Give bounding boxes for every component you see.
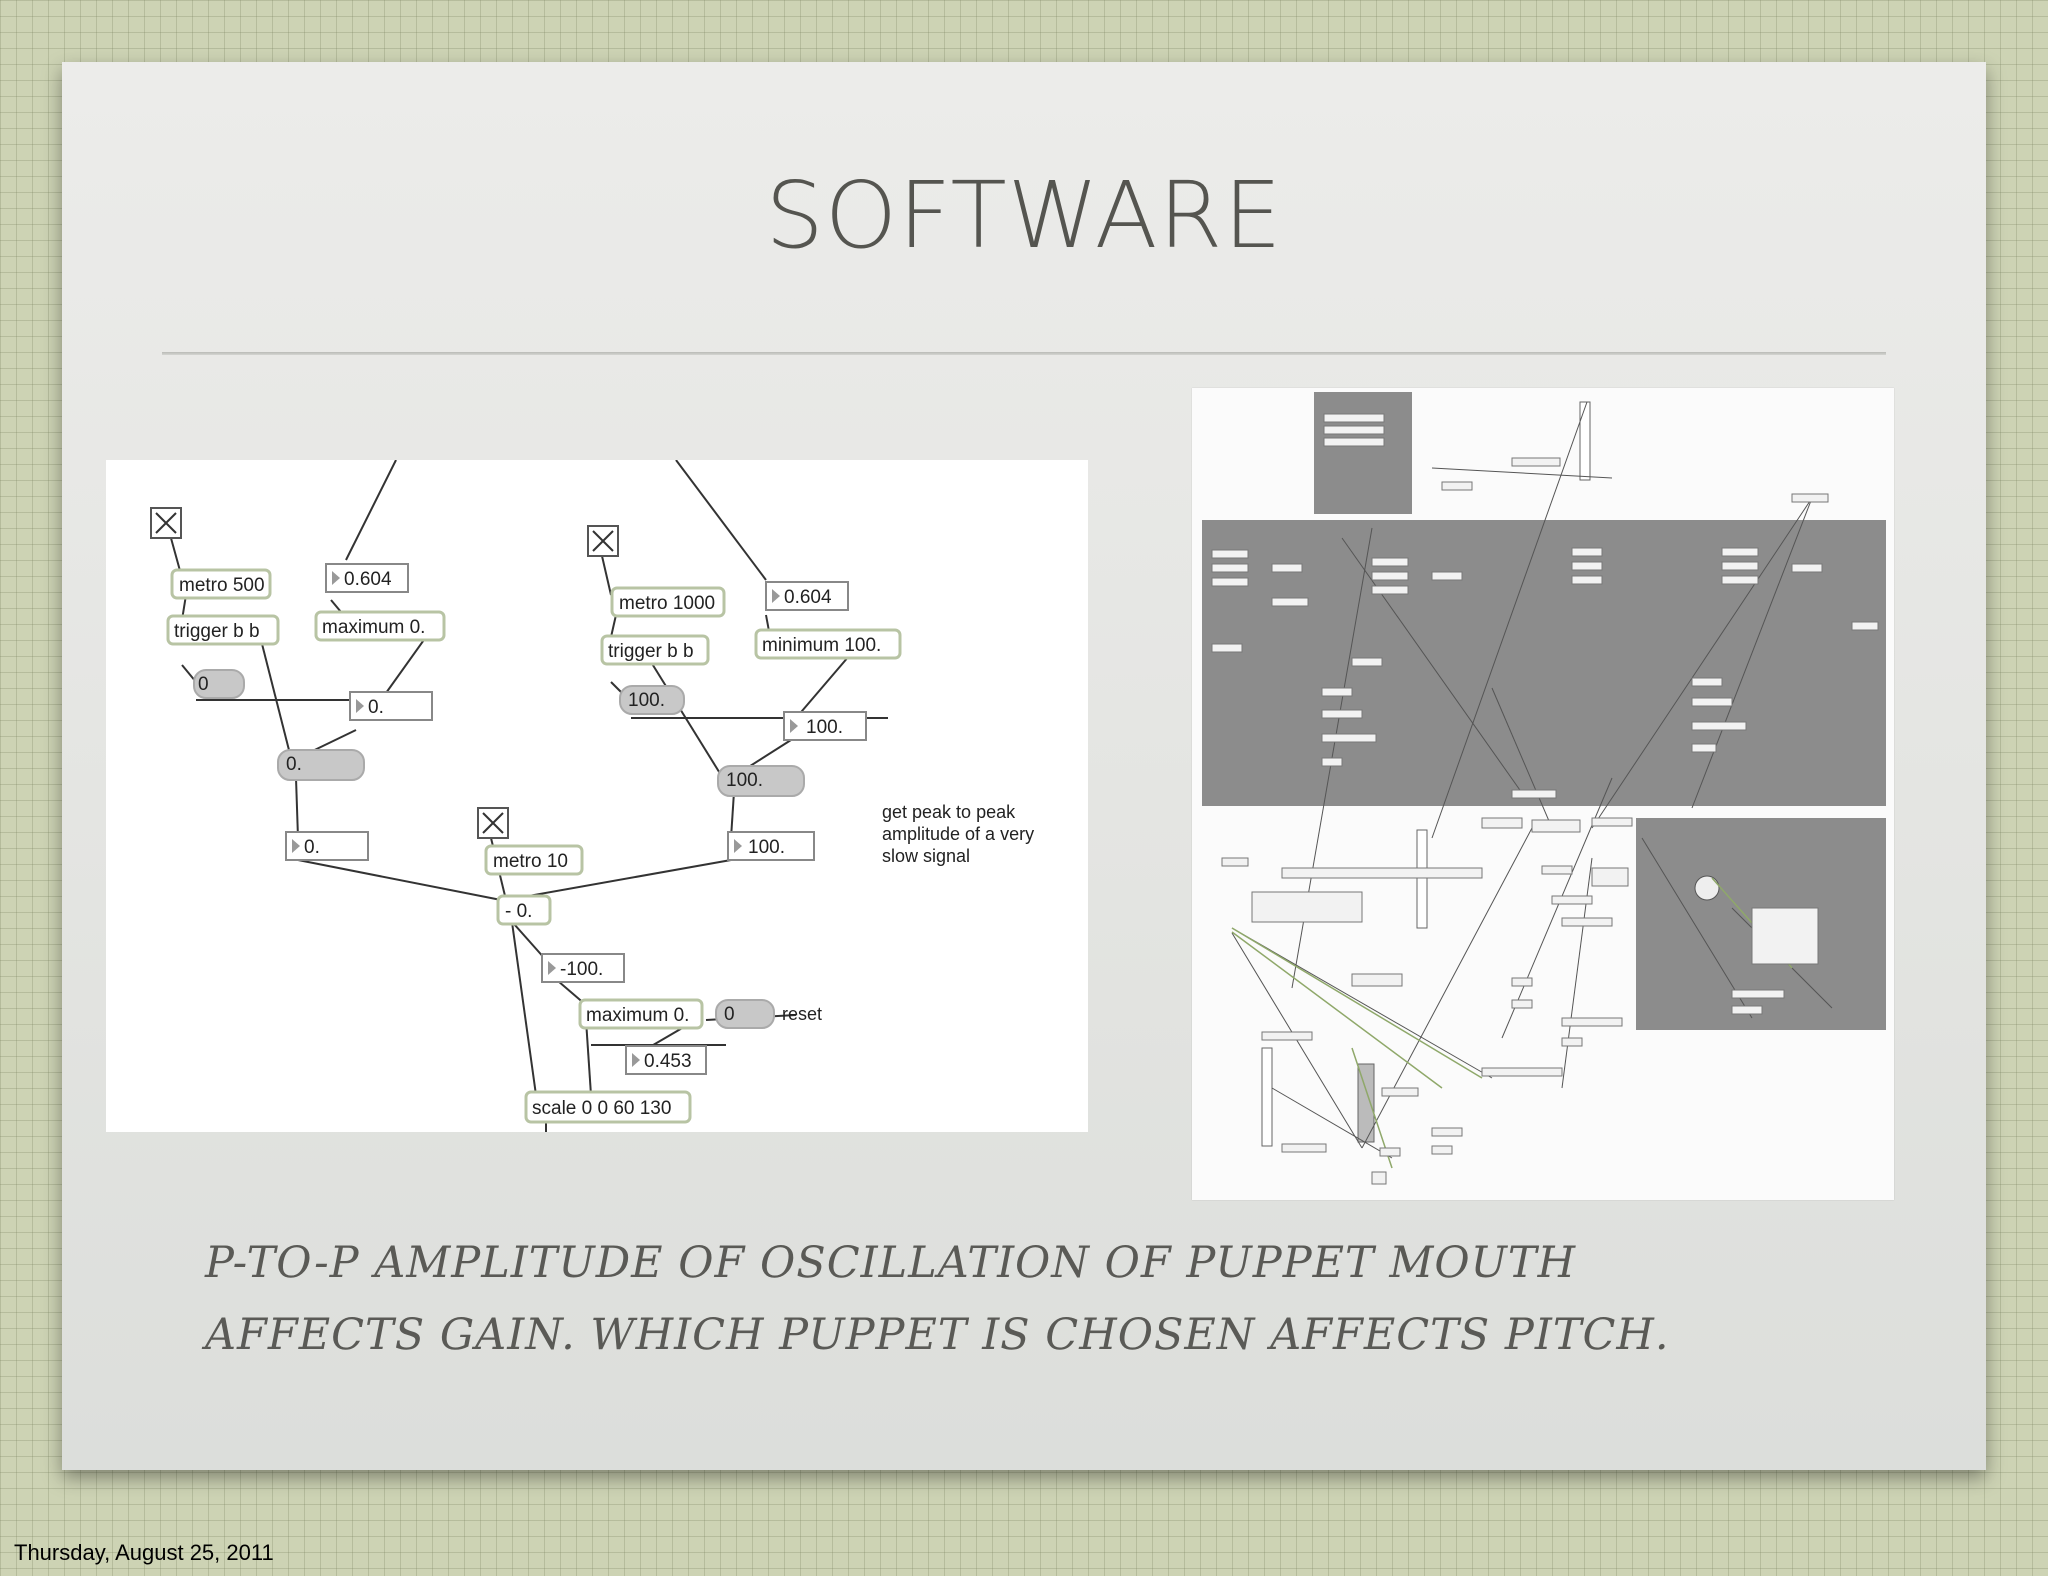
int-message-a[interactable]: 0 (193, 669, 245, 699)
svg-text:-100.: -100. (560, 959, 603, 980)
minimum-object-b[interactable]: minimum 100. (754, 628, 902, 660)
title-divider (162, 352, 1886, 355)
number-box-top-a[interactable]: 0.604 (325, 563, 409, 593)
reset-message[interactable]: 0 (715, 999, 775, 1029)
svg-text:0.: 0. (304, 837, 320, 858)
slider-sensor[interactable] (1579, 401, 1591, 481)
svg-text:metro 10: metro 10 (493, 851, 568, 872)
svg-text:trigger b b: trigger b b (174, 621, 260, 642)
svg-text:scale 0 0 60 130: scale 0 0 60 130 (532, 1098, 671, 1119)
patch-left-canvas: metro 500 trigger b b 0 0.604 maximum 0. (150, 460, 1034, 1132)
toggle-c[interactable] (477, 807, 509, 839)
slide: SOFTWARE (62, 62, 1986, 1470)
svg-text:metro 1000: metro 1000 (619, 593, 715, 614)
panel-sensor (1314, 392, 1412, 514)
toggle-a[interactable] (150, 507, 182, 539)
panel-processing (1202, 520, 1886, 806)
svg-text:- 0.: - 0. (505, 901, 532, 922)
svg-text:0: 0 (724, 1004, 735, 1025)
slider-speed[interactable] (1416, 829, 1428, 929)
svg-text:0.: 0. (368, 697, 384, 718)
float-box-output[interactable]: 0.453 (625, 1045, 707, 1075)
svg-text:slow signal: slow signal (882, 846, 970, 866)
reset-label: reset (782, 1004, 822, 1024)
trigger-object-b[interactable]: trigger b b (600, 634, 710, 666)
scale-object[interactable]: scale 0 0 60 130 (524, 1090, 692, 1124)
toggle-b[interactable] (587, 525, 619, 557)
dial[interactable] (1694, 875, 1720, 901)
float-box-negative[interactable]: -100. (541, 953, 625, 983)
svg-text:0.453: 0.453 (644, 1051, 692, 1072)
svg-text:minimum 100.: minimum 100. (762, 635, 881, 656)
svg-text:100.: 100. (806, 717, 843, 738)
float-box-a[interactable]: 0. (349, 691, 433, 721)
patch-screenshot-left: metro 500 trigger b b 0 0.604 maximum 0. (106, 460, 1088, 1132)
caption-line-2: AFFECTS GAIN. WHICH PUPPET IS CHOSEN AFF… (205, 1310, 1670, 1360)
message-box-a[interactable]: 0. (277, 749, 365, 781)
maximum-object-c[interactable]: maximum 0. (578, 998, 704, 1030)
svg-text:0: 0 (198, 674, 209, 695)
float-box-b2[interactable]: 100. (727, 831, 815, 861)
meter (1357, 1063, 1375, 1143)
slide-title: SOFTWARE (765, 162, 1283, 269)
patch-right-objects (1211, 413, 1879, 1185)
message-box-b[interactable]: 100. (717, 765, 805, 797)
float-box-b[interactable]: 100. (783, 711, 867, 741)
svg-text:maximum 0.: maximum 0. (322, 617, 425, 638)
svg-text:metro 500: metro 500 (179, 575, 265, 596)
svg-text:amplitude of a very: amplitude of a very (882, 824, 1034, 844)
svg-text:0.604: 0.604 (344, 569, 392, 590)
number-box-top-b[interactable]: 0.604 (765, 581, 849, 611)
metro-10-object[interactable]: metro 10 (484, 844, 584, 876)
slider-volume[interactable] (1261, 1047, 1273, 1147)
caption-line-1: P-TO-P AMPLITUDE OF OSCILLATION OF PUPPE… (205, 1238, 1577, 1288)
metro-500-object[interactable]: metro 500 (170, 568, 272, 600)
minus-object[interactable]: - 0. (496, 894, 552, 926)
patch-comment: get peak to peak amplitude of a very slo… (882, 802, 1034, 866)
footer-date: Thursday, August 25, 2011 (14, 1540, 274, 1565)
svg-text:100.: 100. (726, 770, 763, 791)
metro-1000-object[interactable]: metro 1000 (610, 586, 726, 618)
float-box-a2[interactable]: 0. (285, 831, 369, 861)
svg-text:trigger b b: trigger b b (608, 641, 694, 662)
message-box-b-init[interactable]: 100. (619, 685, 685, 715)
slide-caption: P-TO-P AMPLITUDE OF OSCILLATION OF PUPPE… (205, 1227, 1905, 1371)
patch-screenshot-right (1192, 388, 1894, 1200)
svg-text:0.: 0. (286, 754, 302, 775)
svg-text:100.: 100. (628, 690, 665, 711)
trigger-object-a[interactable]: trigger b b (166, 614, 280, 646)
svg-text:100.: 100. (748, 837, 785, 858)
svg-text:0.604: 0.604 (784, 587, 832, 608)
svg-text:maximum 0.: maximum 0. (586, 1005, 689, 1026)
maximum-object-a[interactable]: maximum 0. (314, 610, 446, 642)
patch-right-canvas (1202, 392, 1886, 1185)
svg-text:get peak to peak: get peak to peak (882, 802, 1016, 822)
